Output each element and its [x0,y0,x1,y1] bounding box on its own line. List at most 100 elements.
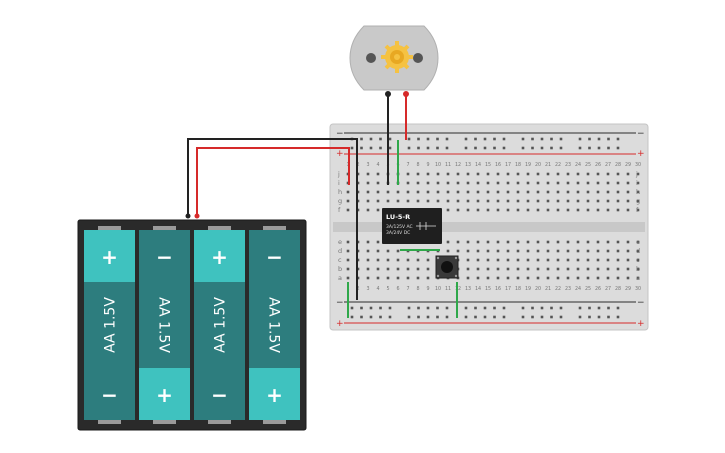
tie-point-hole[interactable] [536,249,540,253]
tie-point-hole[interactable] [366,208,370,212]
wire-battery-red[interactable] [196,147,350,216]
tie-point-hole[interactable] [626,208,630,212]
tie-point-hole[interactable] [626,172,630,176]
tie-point-hole[interactable] [596,267,600,271]
tie-point-hole[interactable] [466,258,470,262]
rail-hole[interactable] [483,315,487,319]
tie-point-hole[interactable] [346,240,350,244]
rail-hole[interactable] [464,306,468,310]
rail-hole[interactable] [474,137,477,141]
rail-hole[interactable] [540,315,544,319]
tie-point-hole[interactable] [526,199,530,203]
tie-point-hole[interactable] [546,249,550,253]
tie-point-hole[interactable] [556,190,560,194]
tie-point-hole[interactable] [606,208,610,212]
rail-hole[interactable] [502,315,506,319]
rail-hole[interactable] [369,146,373,150]
battery-cell[interactable]: +−AA 1.5V [84,226,135,424]
tie-point-hole[interactable] [386,249,390,253]
tie-point-hole[interactable] [616,267,620,271]
tie-point-hole[interactable] [556,276,560,280]
tie-point-hole[interactable] [426,276,430,280]
tie-point-hole[interactable] [556,172,560,176]
tie-point-hole[interactable] [466,208,470,212]
rail-hole[interactable] [379,306,382,310]
wire-battery-black[interactable] [187,138,358,300]
rail-hole[interactable] [616,137,620,141]
tie-point-hole[interactable] [606,172,610,176]
tie-point-hole[interactable] [496,258,500,262]
tie-point-hole[interactable] [576,181,580,185]
rail-hole[interactable] [360,137,363,141]
rail-hole[interactable] [531,315,534,319]
tie-point-hole[interactable] [406,276,410,280]
tie-point-hole[interactable] [526,267,530,271]
tie-point-hole[interactable] [456,249,460,253]
rail-hole[interactable] [607,315,610,319]
tie-point-hole[interactable] [576,240,580,244]
tie-point-hole[interactable] [506,267,510,271]
dc-motor[interactable] [349,25,439,97]
tie-point-hole[interactable] [566,276,570,280]
rail-hole[interactable] [417,137,420,141]
tie-point-hole[interactable] [476,276,480,280]
rail-hole[interactable] [540,137,544,141]
rail-hole[interactable] [360,306,363,310]
rail-hole[interactable] [474,146,477,150]
tie-point-hole[interactable] [476,172,480,176]
tie-point-hole[interactable] [456,190,460,194]
tie-point-hole[interactable] [506,199,510,203]
rail-hole[interactable] [550,315,553,319]
rail-hole[interactable] [360,146,363,150]
tie-point-hole[interactable] [506,208,510,212]
tie-point-hole[interactable] [376,267,380,271]
tie-point-hole[interactable] [616,249,620,253]
tie-point-hole[interactable] [626,249,630,253]
tie-point-hole[interactable] [536,258,540,262]
tie-point-hole[interactable] [616,199,620,203]
rail-hole[interactable] [607,137,610,141]
tie-point-hole[interactable] [606,267,610,271]
tie-point-hole[interactable] [636,258,640,262]
tie-point-hole[interactable] [476,190,480,194]
tie-point-hole[interactable] [446,249,450,253]
tie-point-hole[interactable] [586,249,590,253]
tie-point-hole[interactable] [456,181,460,185]
motor-terminal-black-icon[interactable] [385,91,391,97]
rail-hole[interactable] [445,137,449,141]
tie-point-hole[interactable] [486,190,490,194]
tie-point-hole[interactable] [486,199,490,203]
tie-point-hole[interactable] [636,276,640,280]
battery-pack[interactable]: +−AA 1.5V−+AA 1.5V+−AA 1.5V−+AA 1.5V [77,219,307,431]
rail-hole[interactable] [379,137,382,141]
tie-point-hole[interactable] [586,181,590,185]
rail-hole[interactable] [350,315,354,319]
tie-point-hole[interactable] [426,172,430,176]
rail-hole[interactable] [407,146,411,150]
tie-point-hole[interactable] [546,258,550,262]
tie-point-hole[interactable] [636,199,640,203]
tie-point-hole[interactable] [616,190,620,194]
tie-point-hole[interactable] [376,258,380,262]
tie-point-hole[interactable] [556,240,560,244]
tie-point-hole[interactable] [406,258,410,262]
tie-point-hole[interactable] [556,267,560,271]
tie-point-hole[interactable] [396,267,400,271]
tie-point-hole[interactable] [496,276,500,280]
battery-cell[interactable]: −+AA 1.5V [249,226,300,424]
tie-point-hole[interactable] [476,199,480,203]
tie-point-hole[interactable] [596,181,600,185]
tie-point-hole[interactable] [546,199,550,203]
rail-hole[interactable] [559,315,563,319]
tie-point-hole[interactable] [406,190,410,194]
tie-point-hole[interactable] [466,267,470,271]
tie-point-hole[interactable] [596,276,600,280]
battery-cell[interactable]: −+AA 1.5V [139,226,190,424]
tie-point-hole[interactable] [466,172,470,176]
tie-point-hole[interactable] [596,190,600,194]
tie-point-hole[interactable] [586,199,590,203]
rail-hole[interactable] [588,315,591,319]
tie-point-hole[interactable] [616,276,620,280]
rail-hole[interactable] [436,137,439,141]
